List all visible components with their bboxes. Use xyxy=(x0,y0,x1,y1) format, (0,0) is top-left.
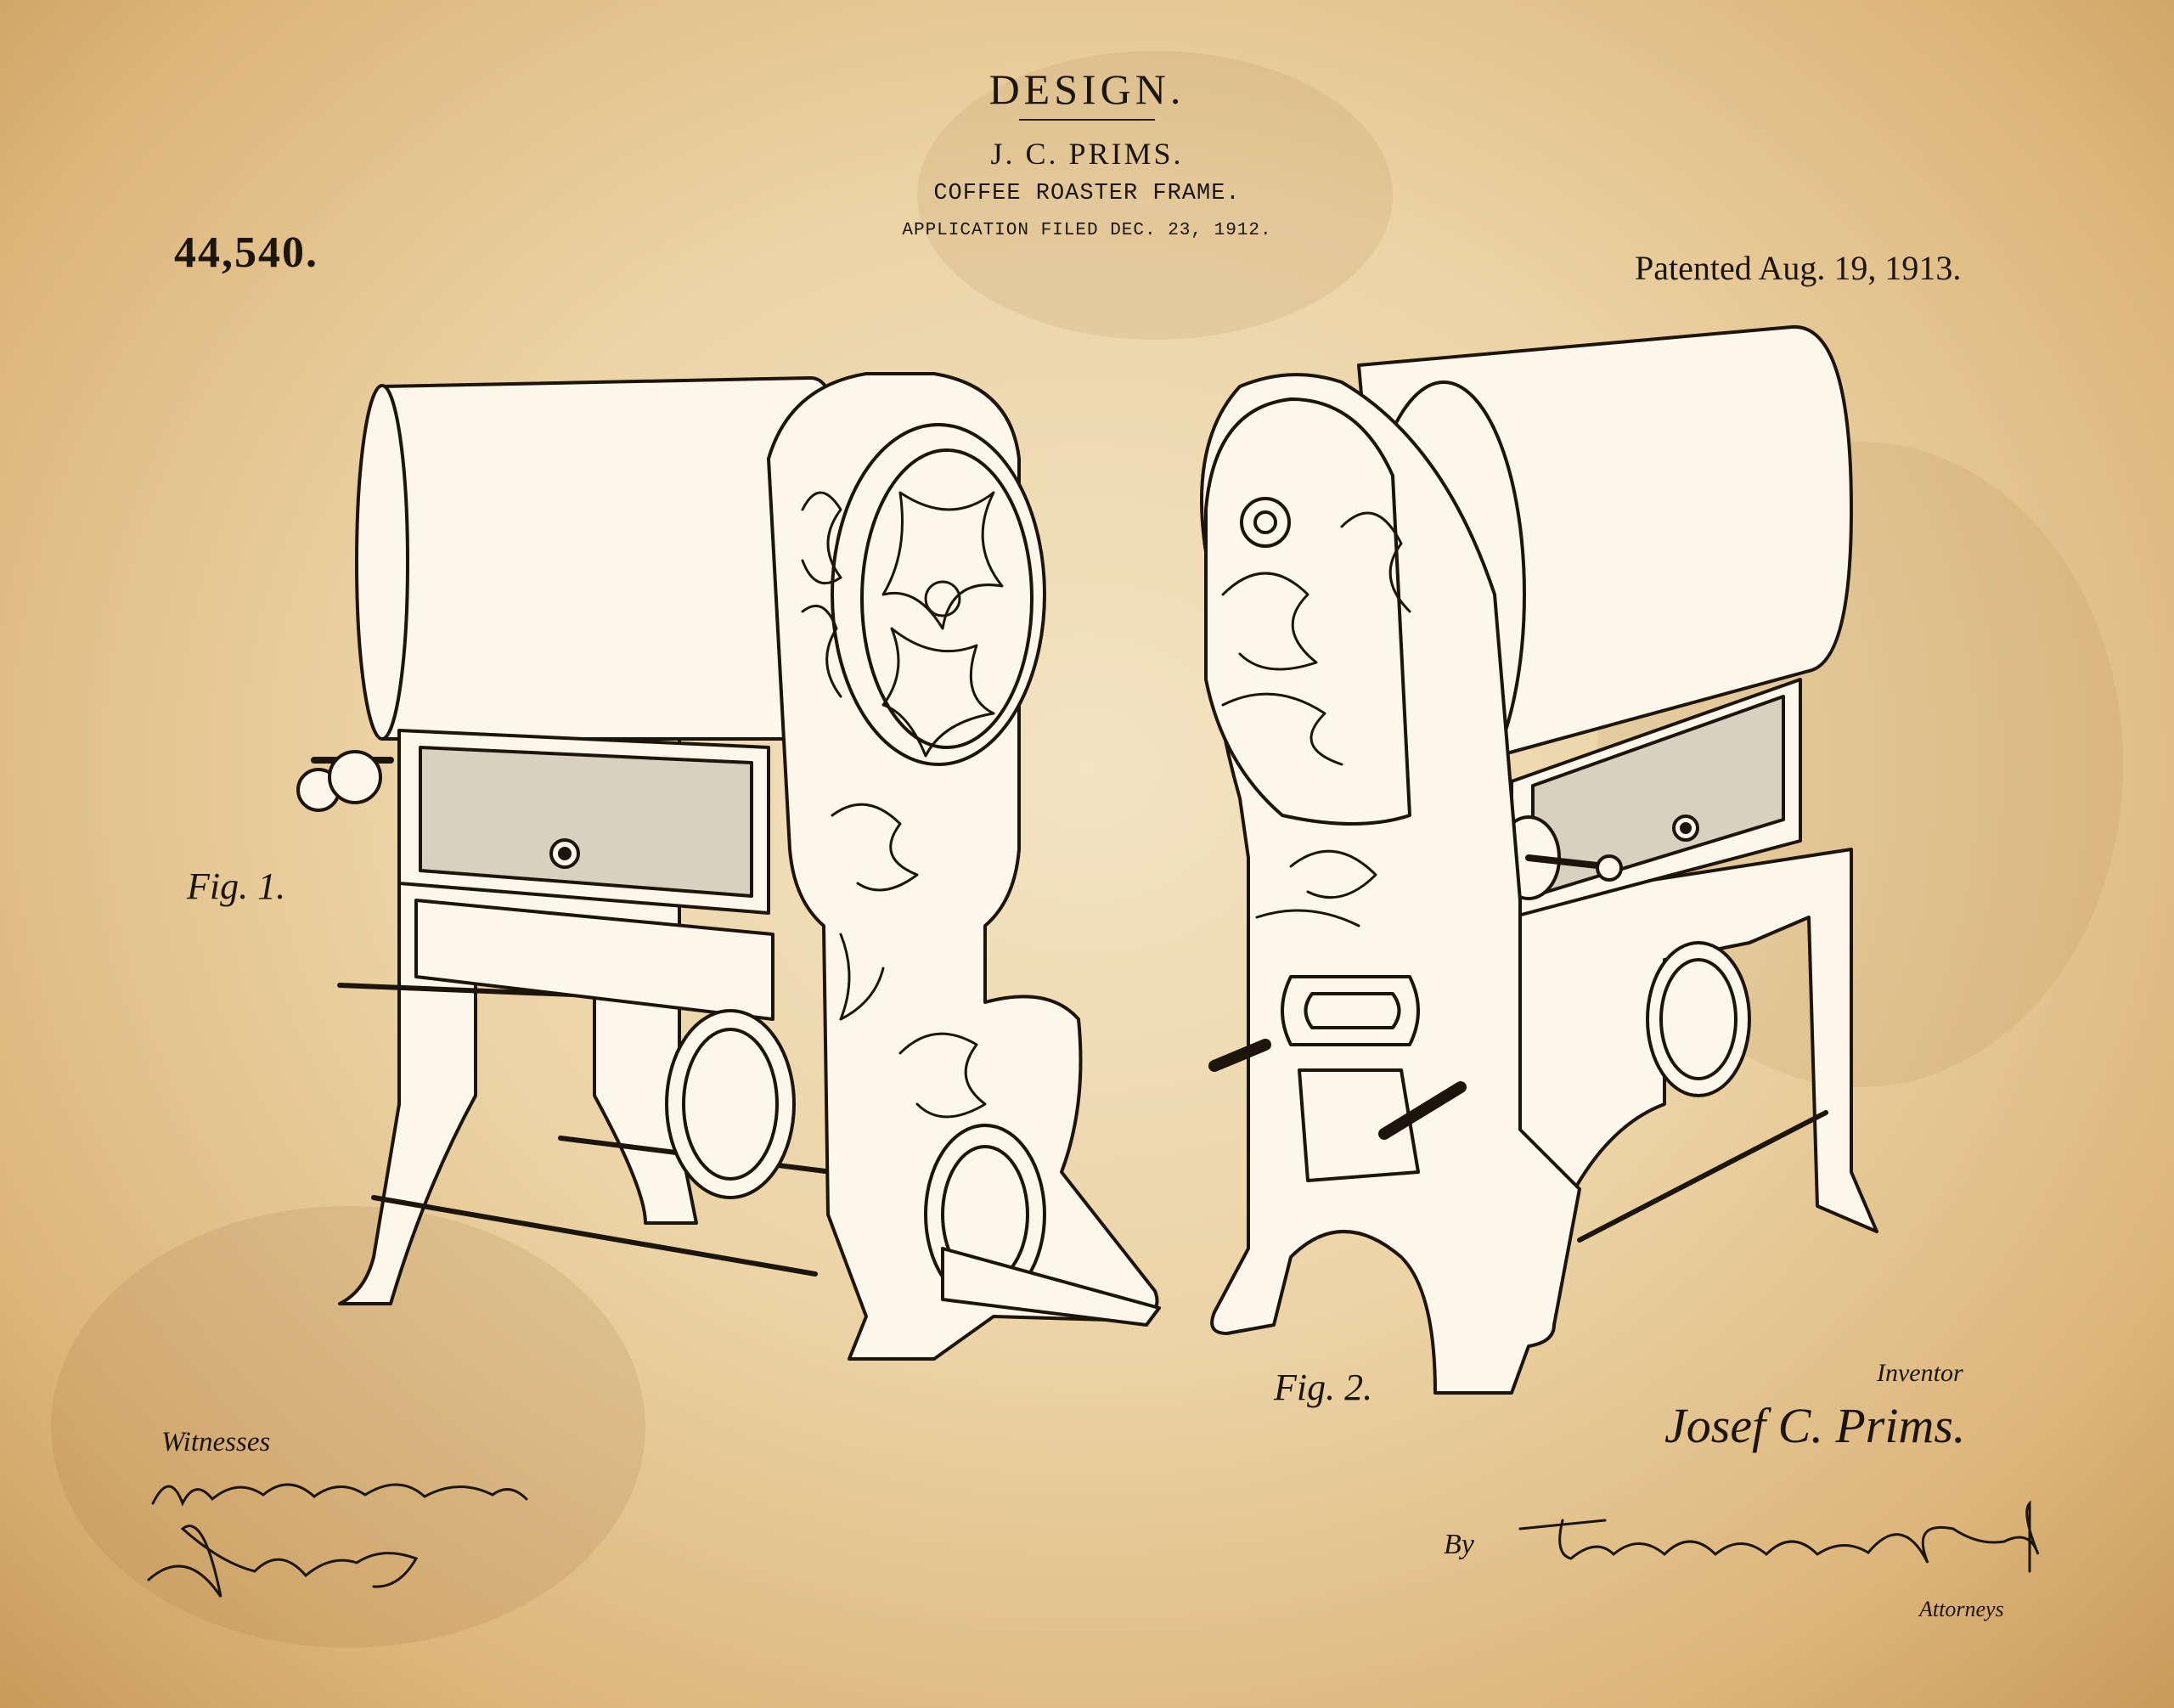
witness-signature-1 xyxy=(151,1483,528,1507)
inventor-signature: Josef C. Prims. xyxy=(1664,1398,1966,1453)
attorneys-label: Attorneys xyxy=(1919,1597,2004,1621)
fig2-label: Fig. 2. xyxy=(1274,1367,1373,1408)
filing-date: APPLICATION FILED DEC. 23, 1912. xyxy=(902,221,1272,240)
inventor-heading: J. C. PRIMS. xyxy=(990,137,1184,171)
witness-signature-2 xyxy=(147,1525,419,1598)
inventor-label: Inventor xyxy=(1877,1359,1963,1387)
witnesses-label: Witnesses xyxy=(161,1427,271,1457)
heading-rule xyxy=(1019,119,1155,121)
by-label: By xyxy=(1444,1529,1474,1560)
fig2-roaster-drawing xyxy=(1200,324,1878,1395)
fig1-label: Fig. 1. xyxy=(187,865,286,907)
fig1-roaster-drawing xyxy=(296,372,1161,1361)
attorneys-signature xyxy=(1518,1500,2040,1573)
subject-heading: COFFEE ROASTER FRAME. xyxy=(933,181,1241,206)
patent-number: 44,540. xyxy=(174,228,318,277)
patented-date: Patented Aug. 19, 1913. xyxy=(1635,249,1962,287)
design-heading: DESIGN. xyxy=(988,65,1186,113)
